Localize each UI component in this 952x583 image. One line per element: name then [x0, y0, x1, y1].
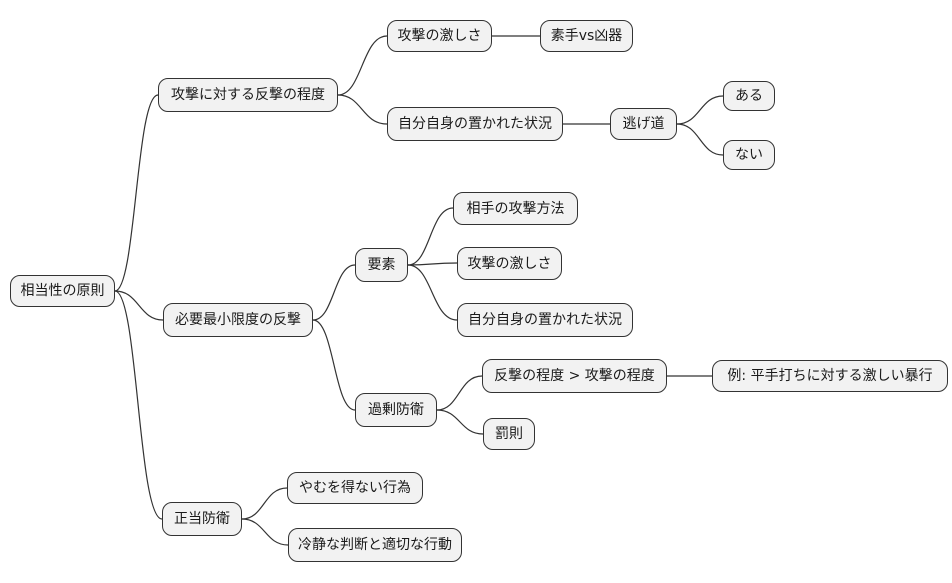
node-calm-judgment-appropriate-action: 冷静な判断と適切な行動 — [288, 528, 462, 562]
node-example-violent-assault-for-slap: 例: 平手打ちに対する激しい暴行 — [712, 360, 948, 392]
edge-self-defense-to-calm-judgment — [241, 518, 289, 546]
node-legitimate-self-defense: 正当防衛 — [162, 502, 242, 536]
node-counterattack-exceeds-attack: 反撃の程度 > 攻撃の程度 — [482, 359, 667, 393]
edge-counterattack-degree-to-own-situation — [337, 94, 388, 125]
node-attack-intensity-2: 攻撃の激しさ — [457, 247, 562, 280]
edge-excessive-defense-to-degree-comparison — [436, 375, 483, 411]
edge-escape-route-to-none — [676, 123, 724, 156]
edge-root-to-legitimate-self-defense — [114, 290, 163, 520]
node-excessive-defense: 過剰防衛 — [355, 393, 437, 427]
edge-counterattack-degree-to-attack-intensity — [337, 35, 388, 96]
node-opponent-attack-method: 相手の攻撃方法 — [453, 192, 578, 225]
edge-minimum-counterattack-to-excessive-defense — [312, 319, 356, 411]
node-minimum-necessary-counterattack: 必要最小限度の反撃 — [163, 303, 313, 337]
edge-root-to-minimum-counterattack — [114, 290, 164, 321]
edge-escape-route-to-exists — [676, 95, 724, 125]
node-escape-none: ない — [723, 140, 775, 170]
node-own-situation-2: 自分自身の置かれた状況 — [457, 303, 633, 337]
node-proportionality-principle-root: 相当性の原則 — [10, 275, 115, 307]
node-escape-route: 逃げ道 — [610, 108, 677, 140]
edge-elements-to-own-situation — [407, 264, 458, 321]
edge-excessive-defense-to-penalty — [436, 409, 484, 435]
node-bare-hands-vs-weapon: 素手vs凶器 — [540, 20, 633, 52]
edge-root-to-counterattack-degree — [114, 94, 159, 292]
edge-elements-to-attack-intensity — [407, 262, 458, 266]
edge-self-defense-to-unavoidable-act — [241, 487, 288, 520]
node-penalty: 罰則 — [483, 418, 535, 450]
node-elements: 要素 — [355, 248, 408, 282]
edge-minimum-counterattack-to-elements — [312, 264, 356, 321]
node-own-situation: 自分自身の置かれた状況 — [387, 107, 563, 141]
node-escape-exists: ある — [723, 81, 775, 111]
node-attack-intensity: 攻撃の激しさ — [387, 20, 492, 52]
node-counterattack-degree: 攻撃に対する反撃の程度 — [158, 78, 338, 112]
edge-elements-to-opponent-attack-method — [407, 207, 454, 266]
node-unavoidable-act: やむを得ない行為 — [287, 472, 423, 504]
